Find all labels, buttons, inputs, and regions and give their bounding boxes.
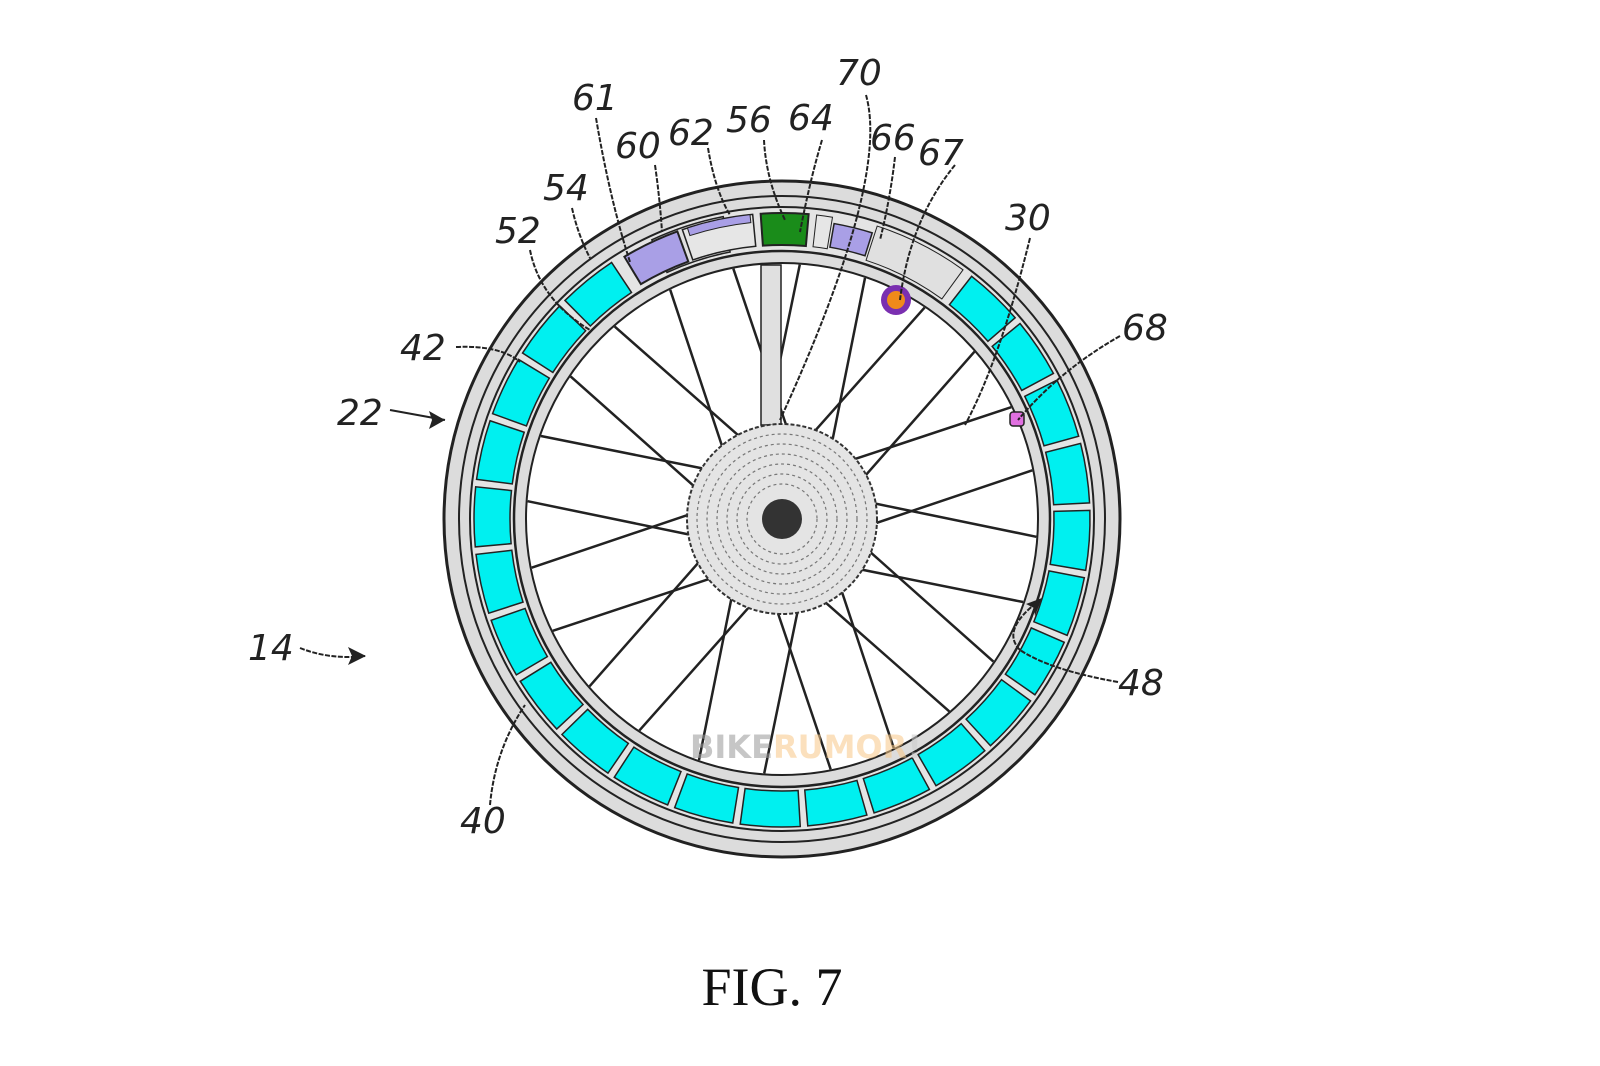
air-chamber-segment bbox=[491, 358, 551, 427]
spoke bbox=[669, 289, 725, 449]
label-52: 52 bbox=[495, 211, 541, 252]
label-68: 68 bbox=[1122, 308, 1168, 349]
label-42: 42 bbox=[400, 328, 446, 369]
spoke bbox=[527, 499, 692, 537]
pump-60 bbox=[623, 230, 690, 286]
air-chamber-segment bbox=[490, 607, 549, 676]
label-14: 14 bbox=[248, 628, 294, 669]
gap-segment bbox=[865, 225, 964, 300]
label-66: 66 bbox=[870, 118, 916, 159]
spoke bbox=[569, 375, 697, 489]
air-chamber-segment bbox=[862, 756, 931, 814]
sensor bbox=[1009, 411, 1025, 427]
figure-caption: FIG. 7 bbox=[701, 957, 842, 1017]
valve-core bbox=[887, 291, 905, 309]
label-70: 70 bbox=[836, 53, 882, 94]
air-chamber-segment bbox=[563, 261, 633, 328]
spokes bbox=[527, 264, 1037, 774]
spoke bbox=[863, 350, 976, 479]
top-components bbox=[623, 212, 964, 426]
label-61: 61 bbox=[572, 78, 618, 119]
valve-stem-56 bbox=[760, 264, 782, 426]
spoke bbox=[531, 513, 691, 569]
spoke bbox=[697, 595, 734, 761]
cassette-cog bbox=[696, 433, 868, 605]
spoke bbox=[588, 559, 701, 688]
label-62: 62 bbox=[668, 113, 714, 154]
cassette-cog bbox=[736, 473, 828, 565]
air-chamber-segment bbox=[560, 708, 630, 775]
air-chamber-segment bbox=[519, 661, 585, 731]
spoke bbox=[872, 501, 1037, 539]
hub bbox=[762, 499, 802, 539]
label-67: 67 bbox=[918, 133, 964, 174]
air-chamber-segment bbox=[803, 779, 868, 827]
spoke bbox=[858, 567, 1024, 604]
air-chamber-segment bbox=[916, 722, 986, 787]
air-chamber-segment bbox=[473, 485, 513, 548]
spoke bbox=[867, 549, 995, 663]
spoke bbox=[613, 325, 742, 438]
spoke bbox=[762, 609, 800, 774]
leader-lines bbox=[299, 94, 1121, 806]
spoke bbox=[776, 610, 832, 770]
channel-62 bbox=[686, 214, 752, 237]
air-chamber-segment bbox=[739, 787, 802, 828]
air-chamber-segment bbox=[1032, 570, 1086, 637]
reference-labels: 61 60 62 56 64 70 66 67 54 52 30 68 42 2… bbox=[248, 53, 1168, 842]
cassette-cog bbox=[746, 483, 818, 555]
spoke bbox=[540, 434, 706, 471]
label-54: 54 bbox=[543, 168, 589, 209]
air-chamber-segment bbox=[948, 275, 1017, 343]
cassette-cog bbox=[706, 443, 858, 595]
air-chamber-segment bbox=[965, 678, 1032, 747]
label-56: 56 bbox=[726, 100, 772, 141]
air-chamber-segment bbox=[1049, 509, 1091, 572]
spoke bbox=[830, 277, 867, 443]
label-64: 64 bbox=[788, 98, 834, 139]
cassette-cog bbox=[716, 453, 848, 585]
air-chamber-segment bbox=[475, 419, 526, 485]
air-chamber-segment bbox=[1004, 626, 1066, 696]
label-40: 40 bbox=[460, 801, 506, 842]
spoke bbox=[638, 604, 752, 732]
gap-segment bbox=[812, 214, 834, 250]
spoke bbox=[822, 600, 951, 713]
tire-inner-edge bbox=[458, 195, 1106, 843]
spoke bbox=[839, 589, 895, 749]
spoke bbox=[852, 406, 1012, 462]
air-chamber-segment bbox=[613, 746, 682, 806]
air-chambers bbox=[473, 261, 1091, 828]
spoke bbox=[812, 306, 926, 434]
label-60: 60 bbox=[615, 126, 661, 167]
label-30: 30 bbox=[1005, 198, 1051, 239]
wheel bbox=[442, 179, 1122, 859]
air-chamber-segment bbox=[673, 772, 740, 824]
air-chamber-segment bbox=[475, 549, 524, 615]
air-chamber-segment bbox=[1044, 442, 1091, 506]
label-22: 22 bbox=[337, 393, 383, 434]
label-48: 48 bbox=[1118, 663, 1164, 704]
controller-64 bbox=[759, 212, 810, 248]
spoke bbox=[552, 576, 712, 632]
watermark: BIKERUMOR! bbox=[690, 728, 922, 766]
cassette-cog bbox=[726, 463, 838, 575]
spoke bbox=[873, 469, 1033, 525]
